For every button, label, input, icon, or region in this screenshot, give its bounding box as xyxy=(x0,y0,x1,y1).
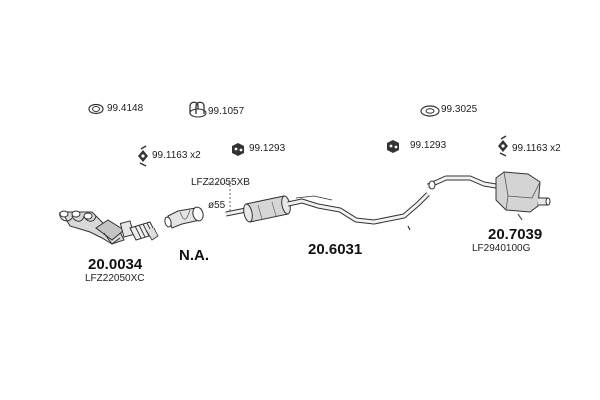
hanger-label: 99.1293 xyxy=(249,143,286,154)
rear-silencer xyxy=(426,171,551,221)
clamp-label: 99.1057 xyxy=(208,106,245,117)
rear-part-number: 20.7039 xyxy=(488,226,543,243)
hanger-icon xyxy=(138,145,148,167)
exhaust-manifold xyxy=(59,210,135,245)
hanger-icon xyxy=(232,143,244,156)
manifold-part-number: 20.0034 xyxy=(88,256,143,273)
diameter-callout xyxy=(208,182,231,214)
clamp-label: 99.4148 xyxy=(107,103,144,114)
hanger-label: 99.1293 xyxy=(410,140,447,151)
hanger-label: 99.1163 x2 xyxy=(512,143,561,154)
catalytic-converter xyxy=(164,206,204,229)
catalyst-part-number: N.A. xyxy=(179,247,209,264)
manifold-oem-number: LFZ22050XC xyxy=(85,273,145,284)
u-bolt-clamp-icon xyxy=(189,101,207,118)
center-silencer xyxy=(225,192,430,231)
hanger-icon xyxy=(498,135,508,157)
clamp-icon xyxy=(88,103,104,115)
ring-clamp-icon xyxy=(420,105,440,117)
flex-pipe xyxy=(129,221,159,241)
center-part-number: 20.6031 xyxy=(308,241,363,258)
hanger-icon xyxy=(387,140,399,153)
hanger-label: 99.1163 x2 xyxy=(152,150,201,161)
clamp-label: 99.3025 xyxy=(441,104,478,115)
catalyst-oem-number: LFZ22055XB xyxy=(191,177,250,188)
rear-oem-number: LF2940100G xyxy=(472,243,531,254)
pipe-diameter: ø55 xyxy=(208,200,226,211)
